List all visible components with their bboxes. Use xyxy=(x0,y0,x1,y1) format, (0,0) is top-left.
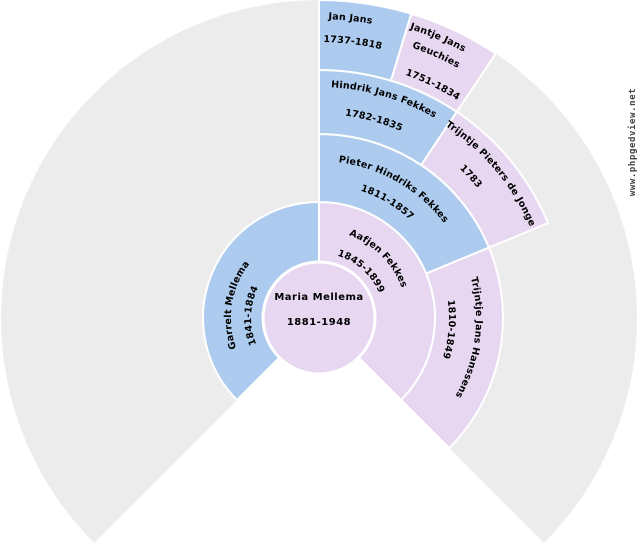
fan-cell-trijntje-pieters-de-jonge[interactable] xyxy=(420,110,550,249)
watermark: www.phpgedview.net xyxy=(628,87,638,197)
center-person-dates: 1881-1948 xyxy=(287,317,351,328)
center-person-name: Maria Mellema xyxy=(274,292,363,303)
fan-cell-trijntje-jans-hanssens[interactable] xyxy=(400,246,504,450)
fan-cell-center-maria-mellema[interactable] xyxy=(261,260,377,376)
fan-cell-jantje-jans-geuchies[interactable] xyxy=(390,12,497,113)
